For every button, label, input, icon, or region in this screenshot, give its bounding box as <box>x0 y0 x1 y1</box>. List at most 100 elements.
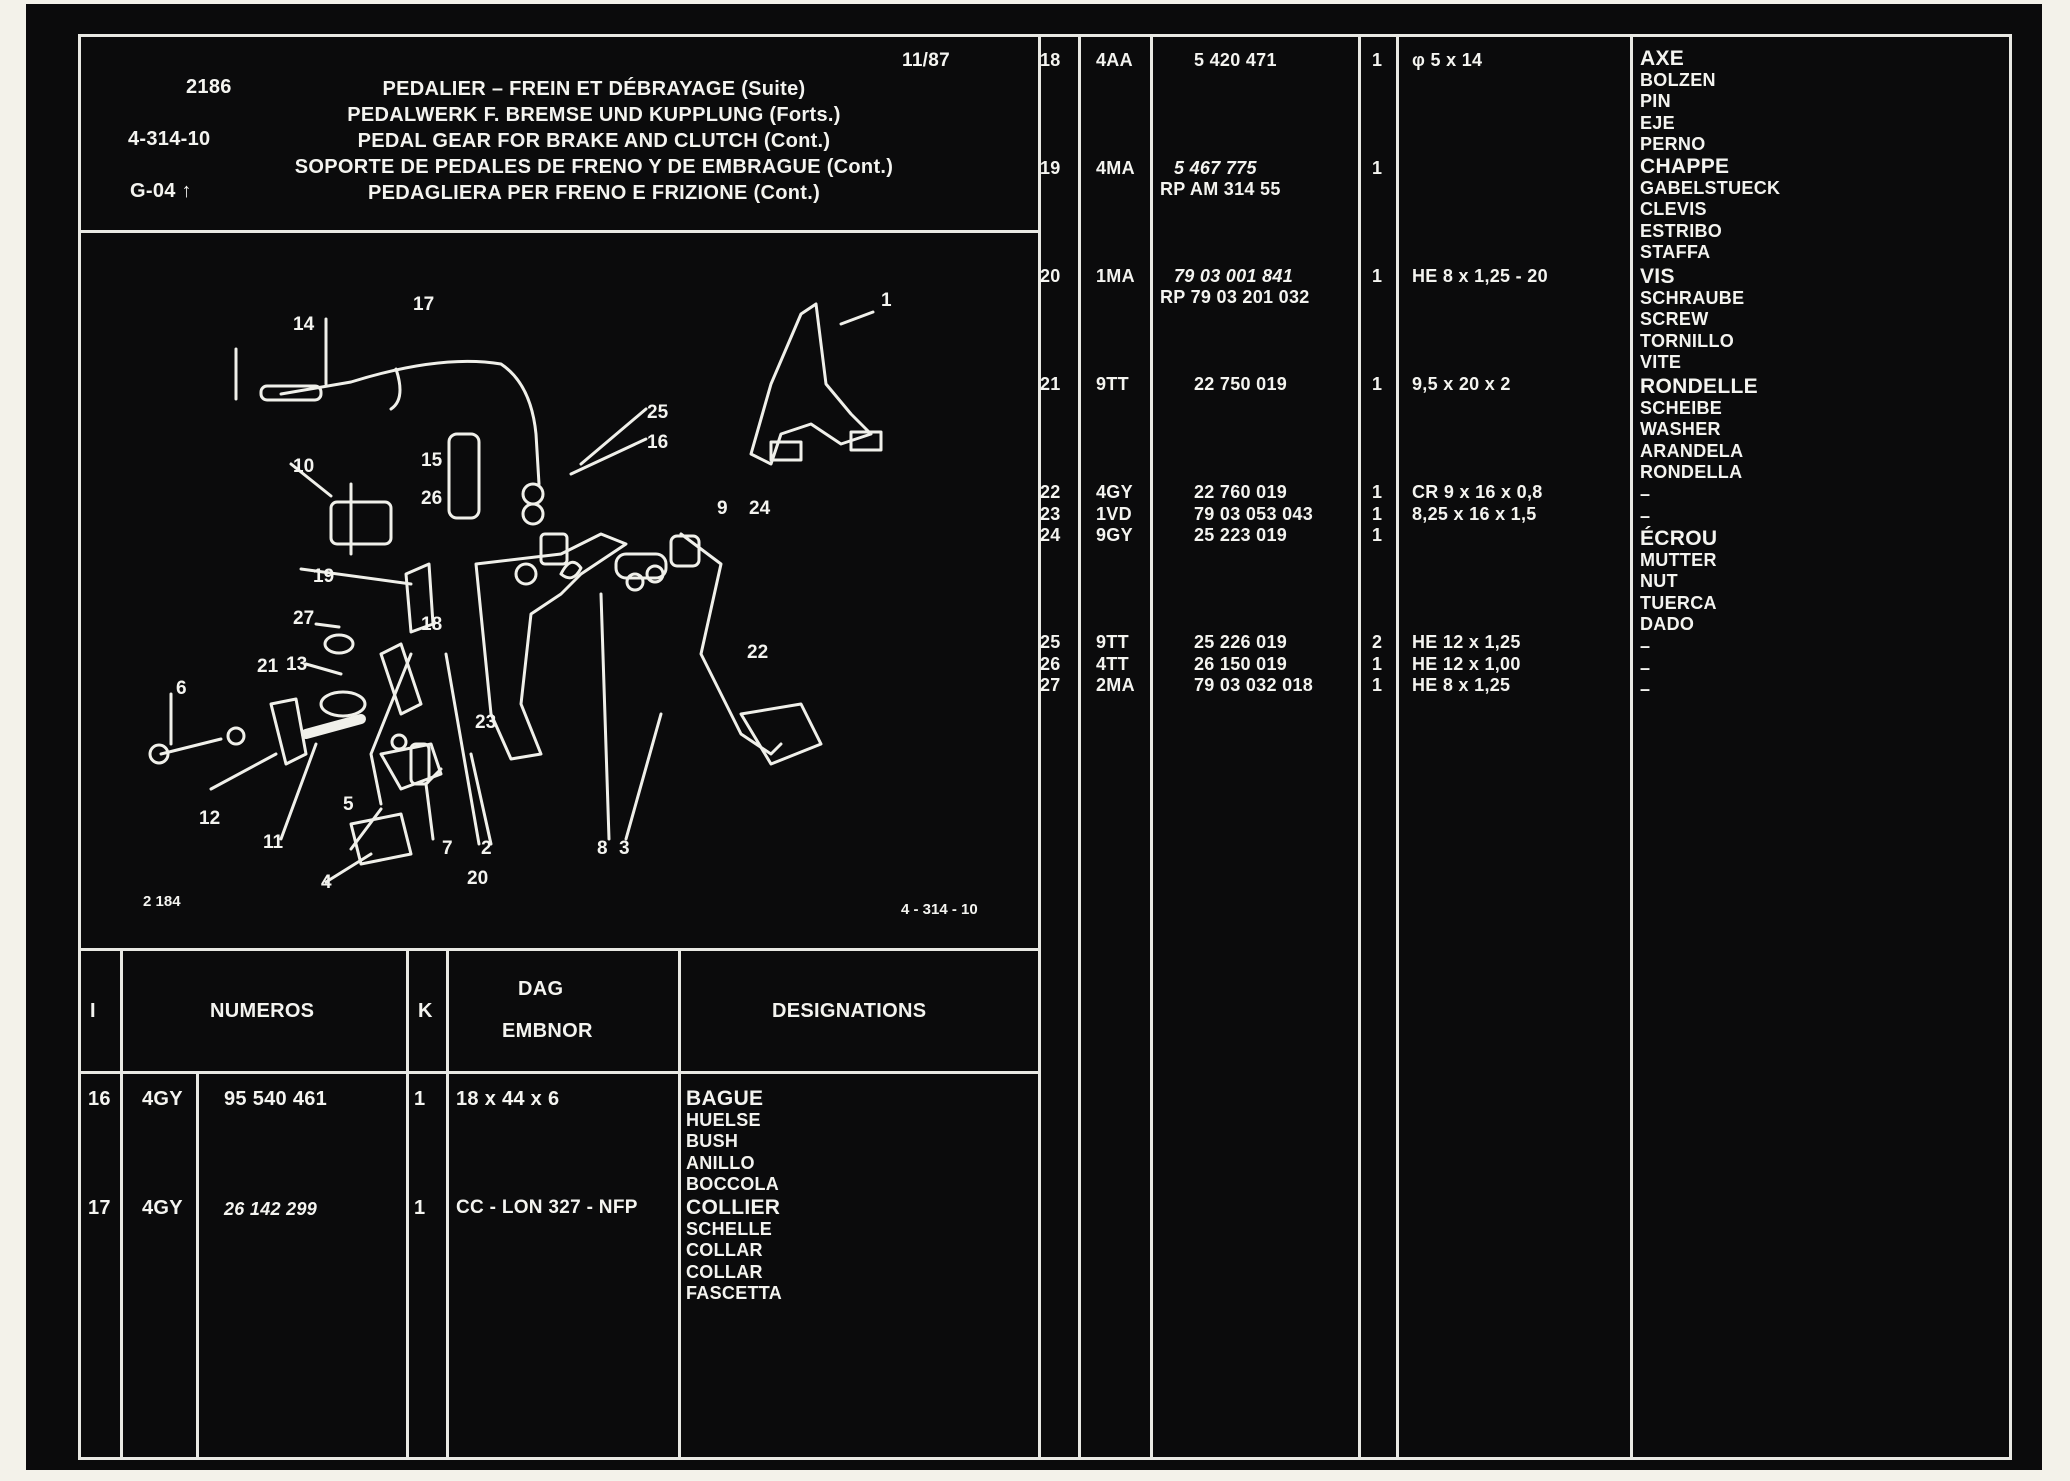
row-index: 27 <box>1040 675 1061 695</box>
washer-24 <box>625 572 645 592</box>
row-qty: 1 <box>1372 158 1383 178</box>
row-qty: 2 <box>1372 632 1383 652</box>
row-dimension: HE 8 x 1,25 - 20 <box>1412 266 1548 286</box>
callout-12: 12 <box>199 808 220 829</box>
row-dimension: HE 8 x 1,25 <box>1412 675 1511 695</box>
header-numeros: NUMEROS <box>210 1000 315 1022</box>
bush <box>669 534 701 568</box>
row-code: 4TT <box>1096 654 1129 674</box>
lever <box>379 642 423 716</box>
callout-18: 18 <box>421 614 442 635</box>
row-code: 4MA <box>1096 158 1135 178</box>
row-part-number: 26 142 299 <box>224 1199 318 1219</box>
brake-pedal-pad <box>739 702 823 766</box>
header-embnor: EMBNOR <box>502 1020 593 1042</box>
col-line <box>1078 34 1081 1460</box>
callout-6: 6 <box>176 678 187 699</box>
row-qty: 1 <box>1372 504 1383 524</box>
page-number: 2186 <box>186 76 232 98</box>
row-dimension: CR 9 x 16 x 0,8 <box>1412 482 1543 502</box>
row-code: 4GY <box>142 1197 183 1219</box>
row-qty: 1 <box>414 1088 426 1110</box>
row-part-number: 95 540 461 <box>224 1088 328 1110</box>
row-part-number: 5 420 471 <box>1194 50 1277 70</box>
switch <box>329 500 393 546</box>
row-code: 1MA <box>1096 266 1135 286</box>
callout-15: 15 <box>421 450 443 471</box>
rod <box>447 432 481 520</box>
row-code: 4GY <box>142 1088 183 1110</box>
title-fr: PEDALIER – FREIN ET DÉBRAYAGE (Suite) <box>382 78 806 100</box>
row-dimension: CC - LON 327 - NFP <box>456 1197 638 1218</box>
callout-25: 25 <box>647 402 669 423</box>
row-index: 25 <box>1040 632 1061 652</box>
row-index: 23 <box>1040 504 1061 524</box>
frame-top <box>78 34 2012 37</box>
row-part-number: 79 03 032 018 <box>1194 675 1314 695</box>
pedal-pad-small <box>849 430 883 452</box>
callout-17: 17 <box>413 294 434 315</box>
header-index: I <box>90 1000 96 1022</box>
row-qty: 1 <box>414 1197 426 1219</box>
header-dag: DAG <box>518 978 564 1000</box>
title-it: PEDAGLIERA PER FRENO E FRIZIONE (Cont.) <box>367 182 821 204</box>
row-part-number: 25 226 019 <box>1194 632 1288 652</box>
callout-27: 27 <box>293 608 314 629</box>
issue-date: 11/87 <box>902 50 950 71</box>
callout-7: 7 <box>442 838 453 859</box>
parts-catalog-sheet: 2186 4-314-10 G-04 ↑ 11/87 PEDALIER – FR… <box>26 4 2042 1470</box>
arrow-up-icon: ↑ <box>181 180 192 202</box>
row-part-number: 79 03 001 841 <box>1174 266 1294 286</box>
table-header-divider <box>78 1071 1040 1074</box>
row-index: 19 <box>1040 158 1061 178</box>
callout-4: 4 <box>321 872 332 893</box>
row-dimension: 18 x 44 x 6 <box>456 1088 560 1110</box>
callout-11: 11 <box>263 832 284 853</box>
col-line <box>120 950 123 1458</box>
row-index: 18 <box>1040 50 1061 70</box>
col-line <box>1358 34 1361 1460</box>
frame-right <box>2009 34 2012 1460</box>
col-line <box>1150 34 1153 1460</box>
col-line <box>1630 34 1633 1460</box>
row-part-number: 5 467 775 <box>1174 158 1257 178</box>
col-line <box>446 950 449 1458</box>
bracket-plate <box>319 690 367 718</box>
callout-14: 14 <box>293 314 315 335</box>
row-index: 17 <box>88 1197 111 1219</box>
col-line <box>196 1072 199 1458</box>
header-k: K <box>418 1000 433 1022</box>
clevis-19 <box>404 562 435 634</box>
frame-bottom <box>78 1457 2012 1460</box>
row-part-number: 25 223 019 <box>1194 525 1288 545</box>
diagram-code-left: 2 184 <box>143 893 181 910</box>
clip-9 <box>559 560 583 580</box>
row-index: 26 <box>1040 654 1061 674</box>
row-code: 4AA <box>1096 50 1133 70</box>
row-dimension: HE 12 x 1,00 <box>1412 654 1521 674</box>
washer <box>226 726 246 746</box>
row-index: 24 <box>1040 525 1061 545</box>
row-code: 9TT <box>1096 632 1129 652</box>
pedal-assembly-view <box>749 302 873 466</box>
row-part-number: 22 760 019 <box>1194 482 1288 502</box>
header-designations: DESIGNATIONS <box>772 1000 927 1022</box>
reference-number: 4-314-10 <box>128 128 211 150</box>
adjuster <box>301 714 366 739</box>
row-part-number: 26 150 019 <box>1194 654 1288 674</box>
bush-16 <box>539 532 569 566</box>
col-line <box>1396 34 1399 1460</box>
callout-9: 9 <box>717 498 728 519</box>
row-dimension: 9,5 x 20 x 2 <box>1412 374 1511 394</box>
designation-dashes-b: ––– <box>1640 636 1651 699</box>
clutch-pedal-pad <box>349 812 413 866</box>
row-alt-part-number: RP AM 314 55 <box>1160 179 1281 199</box>
row-qty: 1 <box>1372 50 1383 70</box>
diagram-code-right: 4 - 314 - 10 <box>901 901 978 918</box>
spring-20 <box>409 742 431 786</box>
clevis <box>269 697 308 766</box>
row-part-number: 22 750 019 <box>1194 374 1288 394</box>
